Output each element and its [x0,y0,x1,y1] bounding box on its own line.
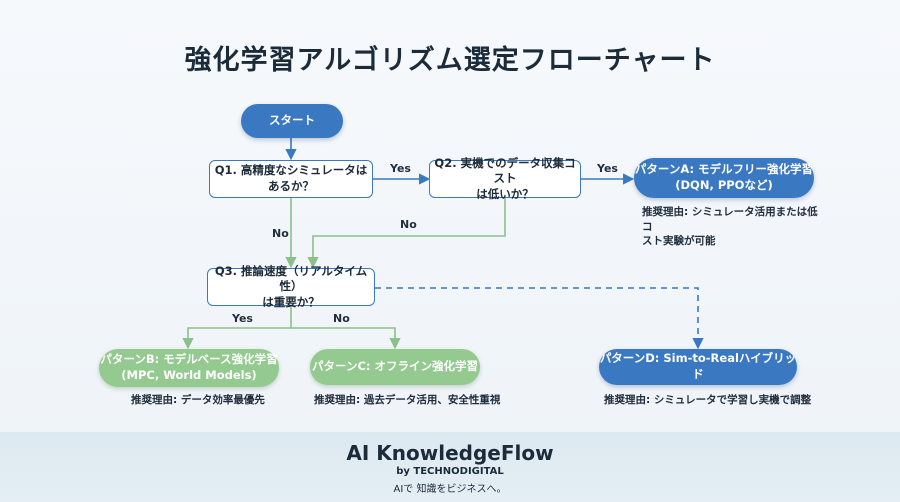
note-pattern-b: 推奨理由: データ効率最優先 [131,393,265,408]
footer-tagline: AIで 知識をビジネスへ。 [393,484,507,495]
q1-node-label: Q1. 高精度なシミュレータは あるか？ [214,163,368,193]
footer-brand: AI KnowledgeFlow [346,441,554,465]
pattern-d-node: パターンD: Sim-to-Realハイブリッド [599,349,797,385]
note-pattern-c: 推奨理由: 過去データ活用、安全性重視 [314,393,500,408]
edge-label-q1-q3: No [272,227,289,240]
q2-node: Q2. 実機でのデータ収集コスト は低いか？ [429,156,581,201]
edge-q3-pattern-d [375,287,704,350]
edge-q3-pattern-c [291,327,401,350]
footer-by: by TECHNODIGITAL [396,466,504,477]
edge-label-q2-a: Yes [597,162,618,175]
edge-label-q3-b: Yes [232,312,253,325]
edge-q3-pattern-b [182,306,292,350]
pattern-c-label: パターンC: オフライン強化学習 [312,359,478,374]
q3-node-label: Q3. 推論速度（リアルタイム性） は重要か？ [214,263,368,309]
pattern-b-label: パターンB: モデルベース強化学習 (MPC, World Models) [100,352,278,382]
q3-node: Q3. 推論速度（リアルタイム性） は重要か？ [207,264,375,309]
note-b-text: データ効率最優先 [180,394,265,406]
edge-label-q3-c: No [333,312,350,325]
edge-label-q1-q2: Yes [390,162,411,175]
note-d-label: 推奨理由: [604,394,651,406]
note-a-text: シミュレータ活用または低コ スト実験が可能 [642,206,818,248]
edge-q2-q3 [307,198,506,269]
note-c-label: 推奨理由: [314,394,361,406]
page-title: 強化学習アルゴリズム選定フローチャート [184,45,716,76]
pattern-a-label: パターンA: モデルフリー強化学習 (DQN, PPOなど) [634,162,814,192]
note-b-label: 推奨理由: [131,394,178,406]
note-a-label: 推奨理由: [642,206,689,218]
pattern-d-label: パターンD: Sim-to-Realハイブリッド [599,351,797,381]
q2-node-label: Q2. 実機でのデータ収集コスト は低いか？ [434,155,576,201]
note-pattern-a: 推奨理由: シミュレータ活用または低コ スト実験が可能 [642,205,822,249]
note-pattern-d: 推奨理由: シミュレータで学習し実機で調整 [604,393,811,408]
start-node: スタート [241,104,343,138]
start-node-label: スタート [269,113,315,128]
pattern-b-node: パターンB: モデルベース強化学習 (MPC, World Models) [99,349,279,387]
note-d-text: シミュレータで学習し実機で調整 [653,394,812,406]
note-c-text: 過去データ活用、安全性重視 [363,394,501,406]
q1-node: Q1. 高精度なシミュレータは あるか？ [209,160,373,198]
edge-label-q2-q3: No [400,218,417,231]
pattern-c-node: パターンC: オフライン強化学習 [310,349,480,385]
footer: AI KnowledgeFlow by TECHNODIGITAL AIで 知識… [0,432,900,502]
pattern-a-node: パターンA: モデルフリー強化学習 (DQN, PPOなど) [634,158,814,198]
